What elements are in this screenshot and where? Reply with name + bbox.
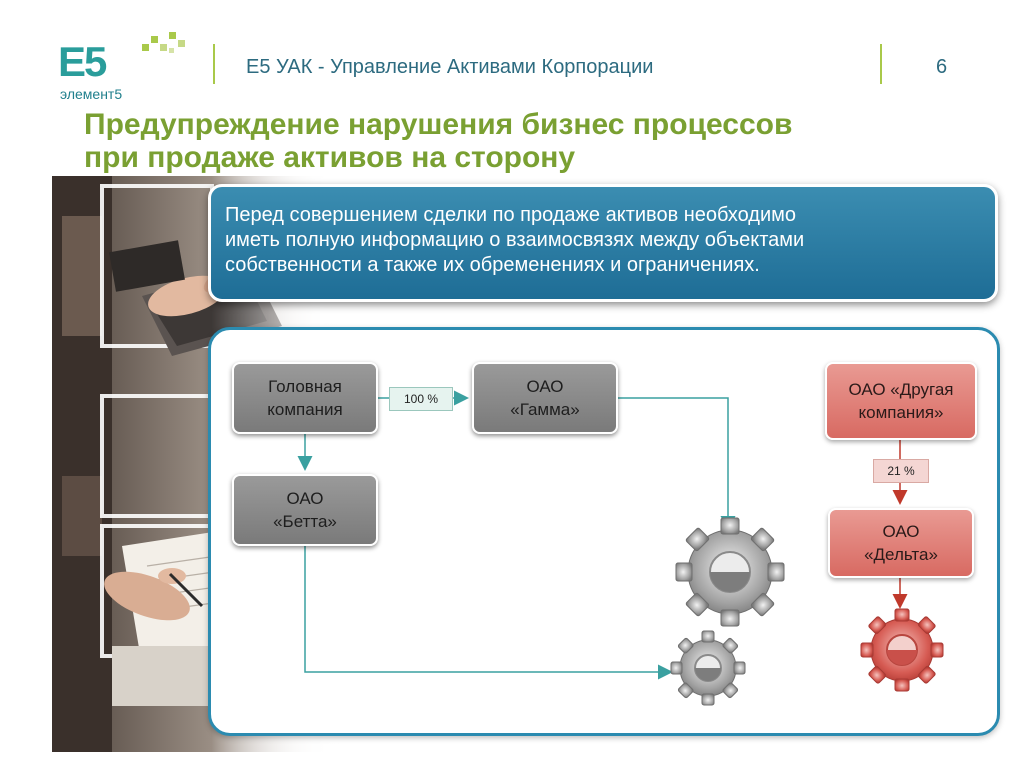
logo-mark: E5 [58,38,107,85]
logo-squares-icon [142,32,185,53]
node-other-line1: ОАО «Другая [848,380,954,399]
node-delta-line1: ОАО [882,522,920,541]
node-head-line1: Головная [268,377,342,396]
slide-title: Предупреждение нарушения бизнес процессо… [84,108,984,174]
node-head-line2: компания [267,400,343,419]
label-head-gamma-percent: 100 % [389,387,453,411]
company-logo: E5 элемент5 [58,30,188,108]
slide-title-line2: при продаже активов на сторону [84,141,576,174]
info-text: Перед совершением сделки по продаже акти… [225,203,995,278]
node-head-company: Головная компания [232,362,378,434]
header-title: E5 УАК - Управление Активами Корпорации [246,56,654,78]
node-delta-line2: «Дельта» [864,545,938,564]
header-divider-right [880,44,882,84]
info-line1: Перед совершением сделки по продаже акти… [225,204,797,226]
node-other-company: ОАО «Другая компания» [825,362,977,440]
node-delta: ОАО «Дельта» [828,508,974,578]
node-other-line2: компания» [858,403,944,422]
info-callout: Перед совершением сделки по продаже акти… [208,184,998,302]
info-line2: иметь полную информацию о взаимосвязях м… [225,229,805,251]
label-other-delta-percent: 21 % [873,459,929,483]
page-number: 6 [936,56,948,78]
header-divider-left [213,44,215,84]
node-betta-line2: «Бетта» [273,512,337,531]
node-gamma-line2: «Гамма» [510,400,580,419]
node-betta-line1: ОАО [286,489,324,508]
slide-title-line1: Предупреждение нарушения бизнес процессо… [84,108,793,141]
node-gamma-line1: ОАО [526,377,564,396]
node-gamma: ОАО «Гамма» [472,362,618,434]
node-betta: ОАО «Бетта» [232,474,378,546]
info-line3: собственности а также их обременениях и … [225,254,760,276]
logo-subtitle: элемент5 [60,86,123,102]
